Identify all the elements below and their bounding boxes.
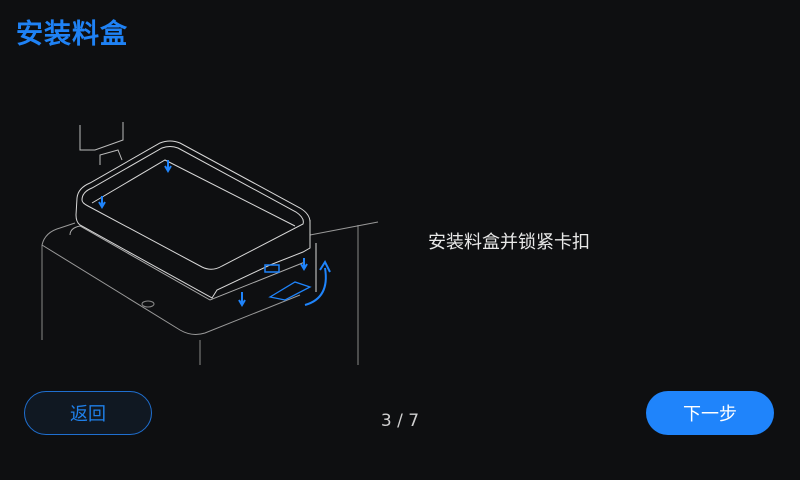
next-button-label: 下一步 (683, 404, 737, 425)
material-box-install-illustration-icon (41, 122, 379, 365)
next-button[interactable]: 下一步 (646, 391, 774, 435)
back-button-label: 返回 (70, 404, 106, 425)
back-button[interactable]: 返回 (24, 391, 152, 435)
step-instruction: 安装料盒并锁紧卡扣 (428, 232, 590, 253)
page-title: 安装料盒 (16, 19, 128, 50)
step-indicator: 3 / 7 (380, 411, 420, 431)
